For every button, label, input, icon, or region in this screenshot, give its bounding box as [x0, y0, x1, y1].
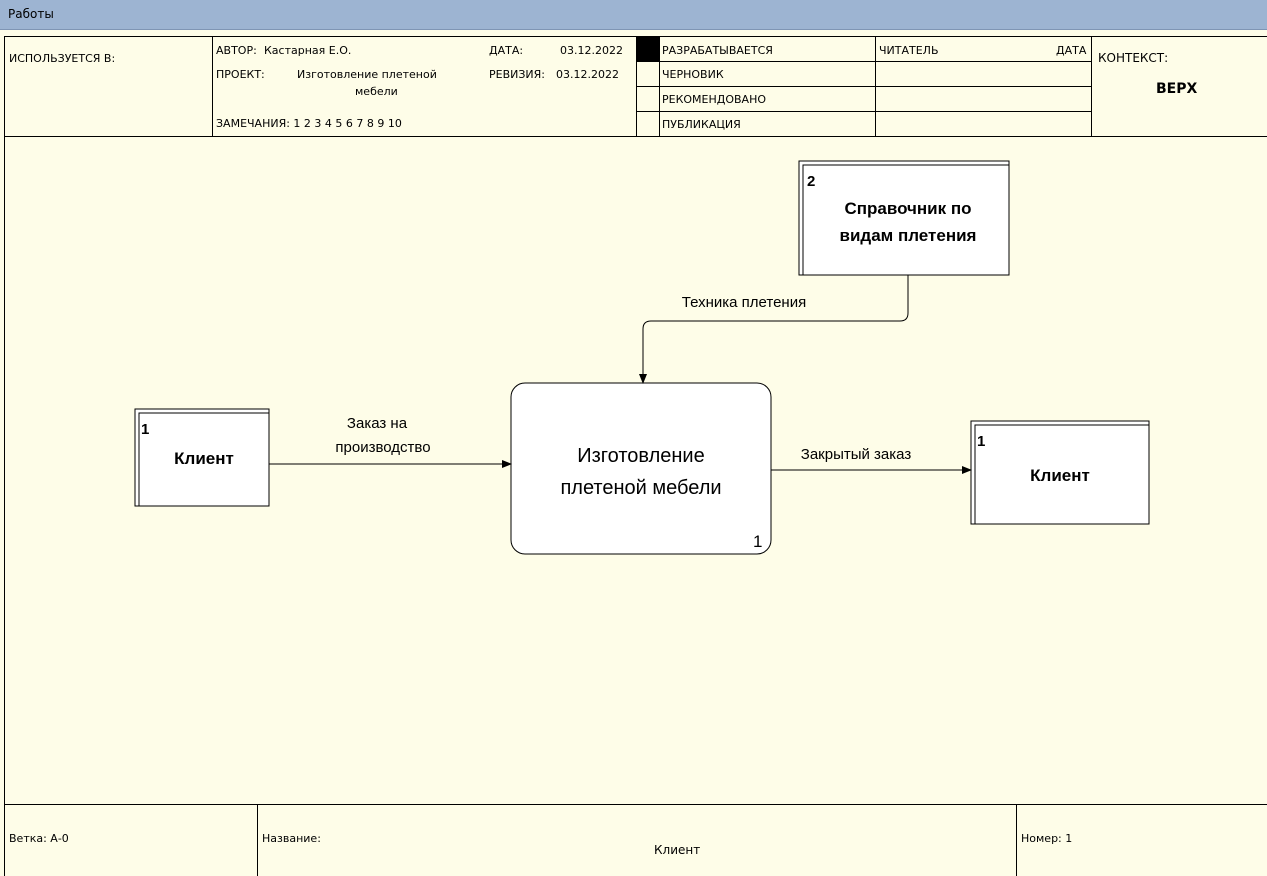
reader-date-label: ДАТА — [1056, 44, 1087, 57]
arrow-closed-order-label: Закрытый заказ — [801, 446, 912, 463]
header-bottom-border — [4, 136, 1267, 137]
footer-name-value: Клиент — [654, 843, 701, 857]
entity-number: 1 — [977, 433, 985, 450]
author-label: АВТОР: — [216, 44, 257, 57]
process-number: 1 — [753, 532, 762, 551]
project-label: ПРОЕКТ: — [216, 68, 265, 81]
header-divider — [659, 37, 660, 137]
revision-label: РЕВИЗИЯ: — [489, 68, 545, 81]
context-value: ВЕРХ — [1156, 81, 1198, 97]
entity-client-input[interactable]: 1 Клиент — [134, 408, 270, 507]
header-divider — [636, 61, 1091, 62]
process-box[interactable]: Изготовление плетеной мебели 1 — [510, 382, 772, 555]
project-line2: мебели — [355, 85, 398, 98]
used-in-label: ИСПОЛЬЗУЕТСЯ В: — [9, 52, 116, 65]
status-publication: ПУБЛИКАЦИЯ — [662, 118, 741, 131]
window-title: Работы — [8, 7, 54, 21]
entity-number: 1 — [141, 421, 149, 438]
window-titlebar: Работы — [0, 0, 1267, 30]
notes-line: ЗАМЕЧАНИЯ: 1 2 3 4 5 6 7 8 9 10 — [216, 117, 402, 130]
entity-label: Клиент — [1030, 466, 1090, 485]
diagram-frame — [4, 36, 1267, 876]
entity-label-line1: Справочник по — [844, 199, 971, 218]
reader-label: ЧИТАТЕЛЬ — [879, 44, 939, 57]
entity-client-output[interactable]: 1 Клиент — [970, 420, 1150, 525]
status-recommended: РЕКОМЕНДОВАНО — [662, 93, 767, 106]
context-label: КОНТЕКСТ: — [1098, 51, 1169, 65]
status-developing: РАЗРАБАТЫВАЕТСЯ — [662, 44, 773, 57]
header-divider — [875, 37, 876, 137]
entity-label: Клиент — [174, 449, 234, 468]
date-value: 03.12.2022 — [560, 44, 623, 57]
status-draft: ЧЕРНОВИК — [662, 68, 724, 81]
revision-value: 03.12.2022 — [556, 68, 619, 81]
date-label: ДАТА: — [489, 44, 524, 57]
header-divider — [1091, 37, 1092, 137]
footer-branch: Ветка: А-0 — [9, 832, 69, 845]
header-divider — [636, 86, 1091, 87]
arrow-technique[interactable] — [639, 275, 909, 384]
footer-top-border — [4, 804, 1267, 805]
header-divider — [636, 111, 1091, 112]
arrow-order-label-line2: производство — [335, 439, 430, 456]
header-divider — [636, 37, 637, 137]
project-line1: Изготовление плетеной — [297, 68, 437, 81]
footer-number: Номер: 1 — [1021, 832, 1073, 845]
entity-label-line2: видам плетения — [840, 226, 977, 245]
arrow-order-label-line1: Заказ на — [347, 415, 408, 432]
entity-reference[interactable]: 2 Справочник по видам плетения — [798, 160, 1010, 276]
footer-divider — [257, 804, 258, 876]
process-title-line2: плетеной мебели — [560, 477, 721, 499]
status-marker — [636, 37, 659, 61]
arrow-technique-label: Техника плетения — [682, 294, 806, 311]
entity-number: 2 — [807, 173, 815, 190]
process-title-line1: Изготовление — [577, 445, 704, 467]
author-value: Кастарная Е.О. — [264, 44, 352, 57]
header-divider — [212, 37, 213, 137]
footer-divider — [1016, 804, 1017, 876]
footer-name-label: Название: — [262, 832, 321, 845]
